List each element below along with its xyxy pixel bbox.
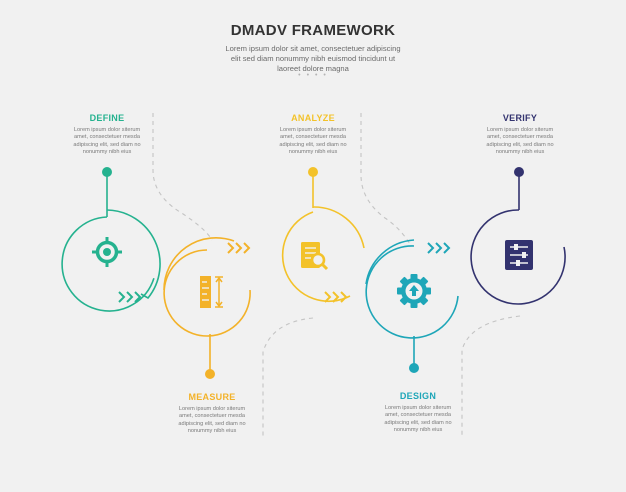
sliders-settings-icon [505,240,533,270]
desc-line: amet, consectetuer mesda [179,413,245,420]
dashed-connectors [152,113,521,436]
desc-line: nonummy nibh eius [82,148,132,155]
step-title-design: DESIGN [399,391,437,401]
verify-node [470,167,566,305]
desc-line: amet, consectetuer mesda [280,134,346,141]
desc-line: adipiscing elit, sed diam no [486,141,554,148]
analyze-node [281,167,365,303]
step-title-verify: VERIFY [502,113,538,123]
design-node [365,239,459,373]
step-description-analyze: Lorem ipsum dolor siterum amet, consecte… [258,127,368,156]
desc-line: Lorem ipsum dolor siterum [73,127,141,133]
document-magnifier-icon [301,242,329,271]
desc-line: Lorem ipsum dolor siterum [384,405,452,411]
define-node [61,167,161,312]
desc-line: nonummy nibh eius [495,148,545,155]
subtitle-line: Lorem ipsum dolor sit amet, consectetuer… [225,44,401,53]
gear-upload-icon [397,274,431,308]
page-subtitle: Lorem ipsum dolor sit amet, consectetuer… [213,44,413,74]
divider-dots: • • • • [298,72,328,79]
desc-line: Lorem ipsum dolor siterum [279,127,347,133]
desc-line: Lorem ipsum dolor siterum [486,127,554,133]
desc-line: adipiscing elit, sed diam no [279,141,347,148]
arrow-define-to-measure [118,291,142,303]
desc-line: nonummy nibh eius [288,148,338,155]
step-title-analyze: ANALYZE [291,113,335,123]
desc-line: amet, consectetuer mesda [487,134,553,141]
desc-line: adipiscing elit, sed diam no [178,420,246,427]
desc-line: nonummy nibh eius [393,426,443,433]
step-description-verify: Lorem ipsum dolor siterum amet, consecte… [465,127,575,156]
desc-line: adipiscing elit, sed diam no [384,419,452,426]
step-title-define: DEFINE [89,113,125,123]
desc-line: amet, consectetuer mesda [385,412,451,419]
measure-node [163,236,251,379]
step-title-measure: MEASURE [188,392,236,402]
page-title: DMADV FRAMEWORK [230,22,396,39]
desc-line: Lorem ipsum dolor siterum [178,406,246,412]
desc-line: amet, consectetuer mesda [74,134,140,141]
arrow-design-to-verify [427,242,451,254]
ruler-measure-icon [200,276,223,308]
step-description-define: Lorem ipsum dolor siterum amet, consecte… [52,127,162,156]
arrow-analyze-to-design [324,291,348,303]
step-description-design: Lorem ipsum dolor siterum amet, consecte… [363,405,473,434]
subtitle-line: laoreet dolore magna [277,64,349,73]
arrow-measure-to-analyze [227,242,251,254]
desc-line: nonummy nibh eius [187,427,237,434]
subtitle-line: elit sed diam nonummy nibh euismod tinci… [230,54,396,63]
desc-line: adipiscing elit, sed diam no [73,141,141,148]
target-crosshair-icon [92,237,122,267]
step-description-measure: Lorem ipsum dolor siterum amet, consecte… [157,406,267,435]
